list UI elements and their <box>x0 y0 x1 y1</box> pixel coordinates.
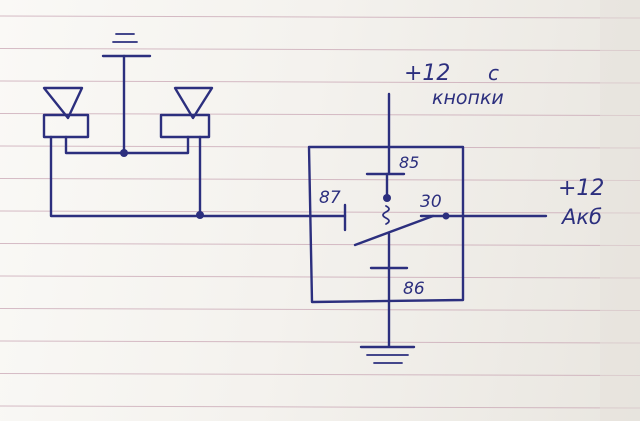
button-from-label: с <box>488 61 499 85</box>
pin-87-label: 87 <box>319 188 341 208</box>
ruled-line <box>0 80 640 84</box>
ground-symbol-bottom <box>359 345 416 364</box>
ruled-line <box>0 373 640 376</box>
relay-coil <box>382 205 390 225</box>
button-name-label: кнопки <box>432 87 504 109</box>
junction-ground <box>120 149 128 157</box>
ruled-line <box>0 308 640 311</box>
coil-top-terminal <box>383 194 391 202</box>
horn-left-plus-wire <box>49 135 202 218</box>
pin-85-label: 85 <box>399 153 419 172</box>
battery-plus-label: +12 <box>558 176 604 201</box>
ruled-line <box>0 340 640 344</box>
ruled-line <box>0 275 640 279</box>
pin-86-label: 86 <box>403 279 425 299</box>
horn-left-icon <box>42 86 90 139</box>
ruled-line <box>0 113 640 116</box>
battery-name-label: Акб <box>560 205 602 229</box>
sheet-edge-shade <box>600 0 640 421</box>
relay-switch-blade <box>353 214 435 247</box>
ground-symbol-top <box>101 33 152 58</box>
relay-box <box>307 145 465 304</box>
pin-30-label: 30 <box>420 192 442 212</box>
ruled-line <box>0 210 640 214</box>
ruled-line <box>0 243 640 246</box>
ruled-line <box>0 48 640 51</box>
horn-right-icon <box>159 86 214 139</box>
button-plus-label: +12 <box>404 61 450 86</box>
ruled-line <box>0 405 640 409</box>
ruled-lines <box>0 15 640 409</box>
ruled-line <box>0 15 640 19</box>
ruled-line <box>0 178 640 181</box>
